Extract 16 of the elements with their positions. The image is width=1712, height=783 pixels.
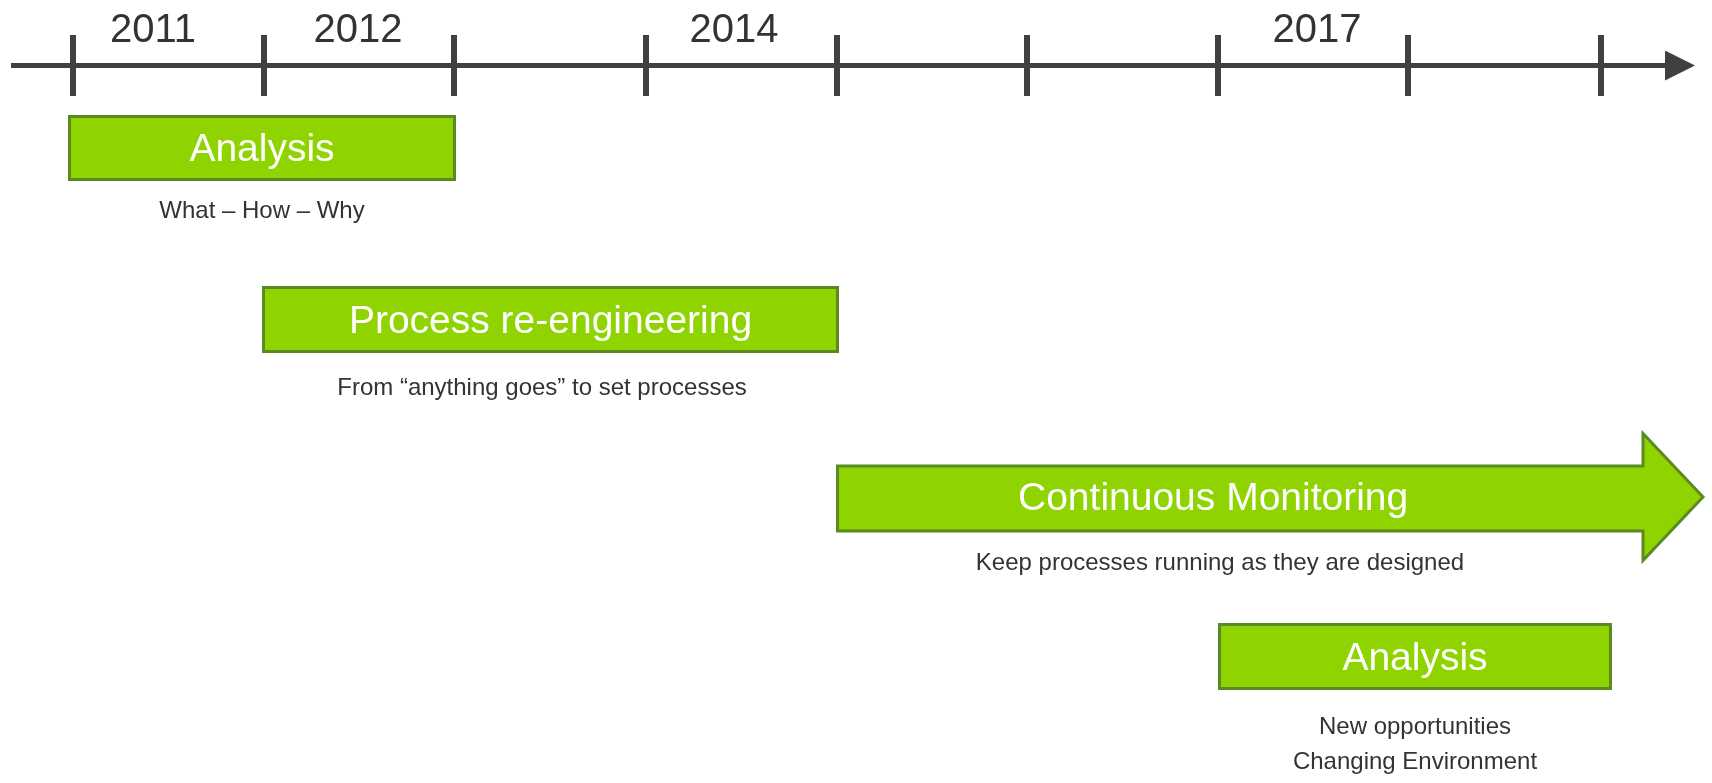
- phase-title: Analysis: [1342, 634, 1488, 679]
- phase-box: [1218, 623, 1612, 690]
- year-label: 2011: [110, 6, 196, 51]
- phase-box: [262, 286, 839, 353]
- phase-title: Process re-engineering: [348, 297, 753, 342]
- phase-caption: From “anything goes” to set processes: [337, 373, 747, 401]
- phase-title: Continuous Monitoring: [1018, 475, 1409, 519]
- year-label: 2017: [1272, 6, 1362, 51]
- phase-caption: New opportunities: [1318, 712, 1512, 740]
- phase-caption: What – How – Why: [159, 196, 365, 224]
- phase-title: Analysis: [189, 126, 335, 170]
- year-label: 2012: [313, 6, 403, 51]
- phase-box: [68, 115, 456, 181]
- phase-caption: Changing Environment: [1292, 747, 1538, 775]
- phase-caption: Keep processes running as they are designed: [975, 548, 1465, 576]
- year-label: 2014: [689, 6, 779, 51]
